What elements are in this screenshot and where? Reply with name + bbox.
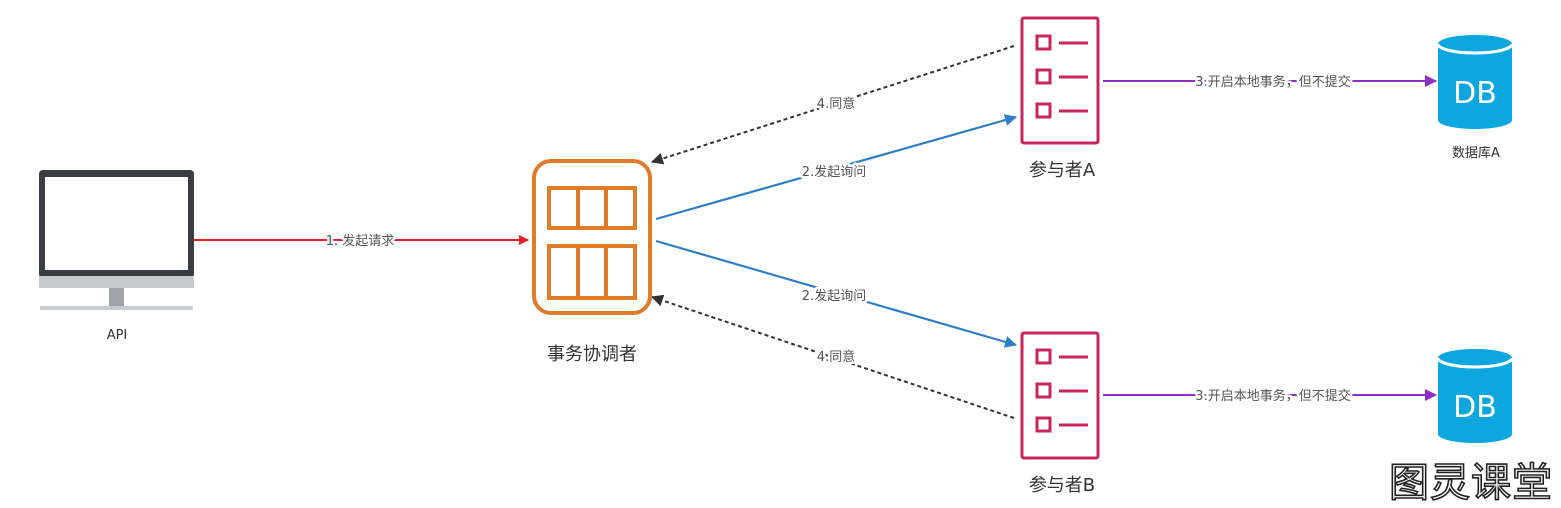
edge-request-label: 1. 发起请求 xyxy=(326,233,395,249)
monitor-icon xyxy=(39,170,194,310)
edge-inquiry-a: 2.发起询问 xyxy=(655,114,1017,221)
database-icon xyxy=(1436,349,1514,443)
database-icon xyxy=(1436,35,1514,129)
edge-agree-b-label: 4.同意 xyxy=(817,349,855,365)
api-node: API xyxy=(39,170,194,343)
edge-agree-a: 4.同意 xyxy=(651,45,1015,165)
participant-b-label: 参与者B xyxy=(1029,475,1095,496)
edge-agree-b: 4.同意 xyxy=(651,294,1015,419)
table-grid-icon xyxy=(532,159,652,315)
checklist-icon xyxy=(1020,331,1100,460)
edge-agree-a-label: 4.同意 xyxy=(817,96,855,112)
coordinator-label: 事务协调者 xyxy=(547,344,637,365)
participant-a-label: 参与者A xyxy=(1029,160,1096,181)
edge-inquiry-b: 2.发起询问 xyxy=(655,239,1017,348)
database-a-label: 数据库A xyxy=(1452,145,1500,161)
edge-local-tx-b-label: 3.开启本地事务，但不提交 xyxy=(1195,388,1350,404)
database-b-icon-text: DB xyxy=(1453,390,1497,425)
participant-a-node: 参与者A xyxy=(1020,16,1100,181)
edge-inquiry-a-label: 2.发起询问 xyxy=(802,164,866,180)
checklist-icon xyxy=(1020,16,1100,145)
edge-local-tx-a: 3.开启本地事务，但不提交 xyxy=(1103,72,1437,93)
edge-inquiry-b-label: 2.发起询问 xyxy=(802,288,866,304)
database-a-node: DB 数据库A xyxy=(1436,35,1514,161)
edge-local-tx-b: 3.开启本地事务，但不提交 xyxy=(1103,386,1437,407)
database-b-node: DB xyxy=(1436,349,1514,443)
edge-local-tx-a-label: 3.开启本地事务，但不提交 xyxy=(1195,74,1350,90)
participant-b-node: 参与者B xyxy=(1020,331,1100,496)
database-a-icon-text: DB xyxy=(1453,76,1497,111)
api-label: API xyxy=(107,328,128,343)
edge-request: 1. 发起请求 xyxy=(194,231,529,252)
coordinator-node: 事务协调者 xyxy=(532,159,652,365)
watermark: 图灵课堂 xyxy=(1389,460,1553,506)
